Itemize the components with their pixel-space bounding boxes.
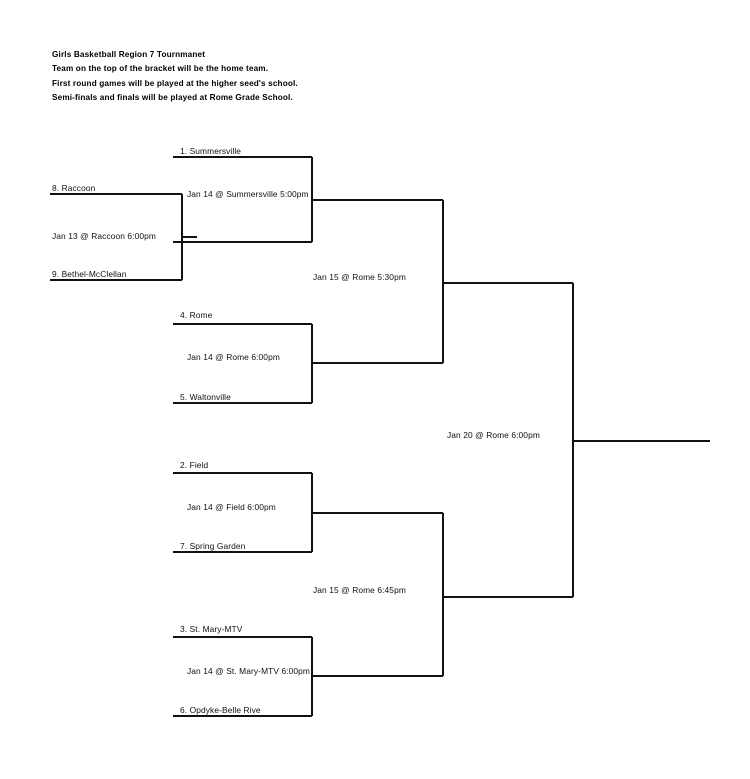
semifinal-game-1: Jan 15 @ Rome 5:30pm <box>312 199 458 364</box>
sf1-game-label: Jan 15 @ Rome 5:30pm <box>313 272 406 282</box>
fr3-team-2-label: 2. Field <box>180 460 209 470</box>
championship-game: Jan 20 @ Rome 6:00pm <box>443 282 710 598</box>
header-line-title: Girls Basketball Region 7 Tournmanet <box>52 50 206 59</box>
semifinal-game-2: Jan 15 @ Rome 6:45pm <box>312 512 458 677</box>
fr2-team-5-label: 5. Waltonville <box>180 392 231 402</box>
play-in-team-9-label: 9. Bethel-McClellan <box>52 269 127 279</box>
fr3-team-7-label: 7. Spring Garden <box>180 541 246 551</box>
first-round-game-2: 4. Rome 5. Waltonville Jan 14 @ Rome 6:0… <box>173 310 327 404</box>
first-round-game-4: 3. St. Mary-MTV 6. Opdyke-Belle Rive Jan… <box>173 624 327 717</box>
fr2-team-4-label: 4. Rome <box>180 310 213 320</box>
play-in-game-label: Jan 13 @ Raccoon 6:00pm <box>52 231 156 241</box>
play-in-game: 8. Raccoon 9. Bethel-McClellan Jan 13 @ … <box>50 183 197 281</box>
fr3-game-label: Jan 14 @ Field 6:00pm <box>187 502 276 512</box>
fr1-team-1-label: 1. Summersville <box>180 146 241 156</box>
fr4-game-label: Jan 14 @ St. Mary-MTV 6:00pm <box>187 666 310 676</box>
sf2-game-label: Jan 15 @ Rome 6:45pm <box>313 585 406 595</box>
first-round-game-3: 2. Field 7. Spring Garden Jan 14 @ Field… <box>173 460 327 553</box>
fr4-team-3-label: 3. St. Mary-MTV <box>180 624 243 634</box>
header-line-home-team: Team on the top of the bracket will be t… <box>52 64 269 74</box>
fr1-game-label: Jan 14 @ Summersville 5:00pm <box>187 189 309 199</box>
header-line-first-round: First round games will be played at the … <box>52 78 298 88</box>
first-round-game-1: 1. Summersville Jan 14 @ Summersville 5:… <box>173 146 327 243</box>
fr2-game-label: Jan 14 @ Rome 6:00pm <box>187 352 280 362</box>
fr4-team-6-label: 6. Opdyke-Belle Rive <box>180 705 261 715</box>
play-in-team-8-label: 8. Raccoon <box>52 183 96 193</box>
final-game-label: Jan 20 @ Rome 6:00pm <box>447 430 540 440</box>
header-line-semifinals: Semi-finals and finals will be played at… <box>52 93 293 103</box>
bracket-header: Girls Basketball Region 7 Tournmanet Tea… <box>52 48 472 106</box>
